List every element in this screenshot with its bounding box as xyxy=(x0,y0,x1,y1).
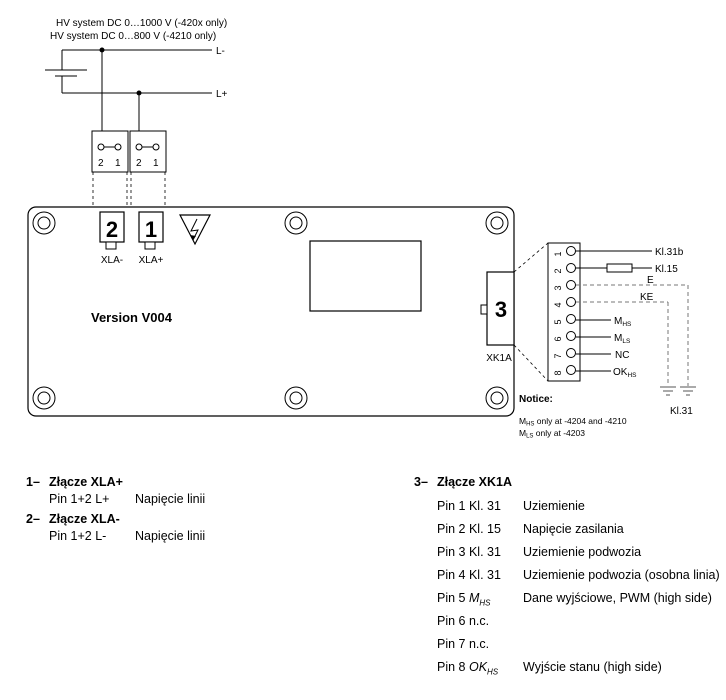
connector-xla-plus xyxy=(138,211,164,250)
legend-item-1-index: 1– xyxy=(26,475,40,489)
connector-xk1a xyxy=(480,271,515,346)
legend-item-2-pin: Pin 1+2 L- xyxy=(49,529,107,543)
xk1a-pinout-box xyxy=(547,242,581,382)
pin-1-label: Kl.31b xyxy=(655,247,684,258)
battery-symbol xyxy=(45,49,212,94)
terminal-right-pin-2: 2 xyxy=(136,158,142,169)
hv-label-800v: HV system DC 0…800 V (-4210 only) xyxy=(50,31,216,42)
pin-8-number: 8 xyxy=(553,370,563,375)
pin-4-number: 4 xyxy=(553,302,563,307)
connector-xk1a-number: 3 xyxy=(495,297,507,322)
pin-6-label: MLS xyxy=(614,333,631,345)
xk1a-zoom-lines xyxy=(513,242,549,382)
pin-4-contact xyxy=(566,297,576,307)
legend-xk1a-pin-text: Pin 4 Kl. 31 xyxy=(437,568,501,582)
legend-xk1a-pin-8: Pin 8 OKHS xyxy=(437,659,498,681)
legend-xk1a-pin-6: Pin 6 n.c. xyxy=(437,613,489,629)
xk1a-ground-wiring xyxy=(576,284,689,386)
pin-3-contact xyxy=(566,280,576,290)
legend-xk1a-pin-4: Pin 4 Kl. 31 xyxy=(437,567,501,583)
notice-line-1: MHS only at -4204 and -4210 xyxy=(519,416,627,428)
legend-item-1-desc: Napięcie linii xyxy=(135,492,206,506)
legend-xk1a-pin-1: Pin 1 Kl. 31 xyxy=(437,498,501,514)
legend-xk1a-pin-5: Pin 5 MHS xyxy=(437,590,491,612)
notice-line-2: MLS only at -4203 xyxy=(519,428,585,440)
rail-minus-label: L- xyxy=(216,46,225,57)
ground-icon xyxy=(660,386,696,396)
legend-xk1a-pin-subscript: HS xyxy=(487,667,499,677)
hv-feed-wires xyxy=(99,47,142,131)
terminal-dashed-links xyxy=(92,172,166,207)
connector-xla-minus-number: 2 xyxy=(106,217,118,242)
terminal-block-left xyxy=(91,130,129,173)
legend-xk1a-desc-8: Wyjście stanu (high side) xyxy=(523,660,662,674)
ground-label: Kl.31 xyxy=(670,406,693,417)
pin-3-label: E xyxy=(647,275,654,286)
connector-xla-plus-label: XLA+ xyxy=(139,255,164,266)
pin-3-number: 3 xyxy=(553,285,563,290)
legend-xk1a-pin-text: Pin 1 Kl. 31 xyxy=(437,499,501,513)
pin-1-contact xyxy=(566,246,576,256)
rail-plus-label: L+ xyxy=(216,89,228,100)
legend-xk1a-pin-text: Pin 3 Kl. 31 xyxy=(437,545,501,559)
pin-6-number: 6 xyxy=(553,336,563,341)
pin-5-label: MHS xyxy=(614,316,632,328)
connector-xk1a-label: XK1A xyxy=(486,353,512,364)
connector-xla-plus-number: 1 xyxy=(145,217,157,242)
connector-xla-minus xyxy=(99,211,125,250)
xk1a-pins: 1 2 3 4 5 6 7 8 xyxy=(553,246,576,376)
legend-item-2-title: Złącze XLA- xyxy=(49,512,120,526)
version-label: Version V004 xyxy=(91,310,173,325)
legend-xk1a-pin-3: Pin 3 Kl. 31 xyxy=(437,544,501,560)
legend-xk1a-pin-signal: OK xyxy=(468,660,488,674)
pin-5-number: 5 xyxy=(553,319,563,324)
display-component xyxy=(309,240,422,312)
legend-xk1a-desc-5: Dane wyjściowe, PWM (high side) xyxy=(523,591,712,605)
pin-8-contact xyxy=(566,365,576,375)
legend-item-2-desc: Napięcie linii xyxy=(135,529,206,543)
legend-xk1a-index: 3– xyxy=(414,475,428,489)
hv-label-1000v: HV system DC 0…1000 V (-420x only) xyxy=(56,18,227,29)
legend-xk1a-desc-4: Uziemienie podwozia (osobna linia) xyxy=(523,568,720,582)
legend-xk1a-pin-text: Pin 6 n.c. xyxy=(437,614,490,628)
legend-xk1a-pin-text: Pin 2 Kl. 15 xyxy=(437,522,501,536)
notice-title: Notice: xyxy=(519,394,553,405)
mounting-holes xyxy=(32,211,509,410)
legend-xk1a-desc-3: Uziemienie podwozia xyxy=(523,545,642,559)
xk1a-output-stubs xyxy=(576,319,611,372)
pin-1-number: 1 xyxy=(553,251,563,256)
terminal-block-right xyxy=(129,130,167,173)
legend-xk1a-pin-signal: M xyxy=(468,591,480,605)
legend-xk1a-pin-7: Pin 7 n.c. xyxy=(437,636,489,652)
legend-xk1a-pin-text: Pin 5 xyxy=(437,591,469,605)
pin-4-label: KE xyxy=(640,292,654,303)
terminal-left-pin-2: 2 xyxy=(98,158,104,169)
pin-2-label: Kl.15 xyxy=(655,264,678,275)
legend-xk1a-pin-2: Pin 2 Kl. 15 xyxy=(437,521,501,537)
legend-xk1a-desc-1: Uziemienie xyxy=(523,499,585,513)
legend-xk1a-pin-text: Pin 7 n.c. xyxy=(437,637,490,651)
pin-2-number: 2 xyxy=(553,268,563,273)
legend-item-1-title: Złącze XLA+ xyxy=(49,475,123,489)
pin-2-contact xyxy=(566,263,576,273)
legend-xk1a-desc-2: Napięcie zasilania xyxy=(523,522,624,536)
xk1a-external-wiring xyxy=(576,250,652,273)
terminal-left-pin-1: 1 xyxy=(115,158,121,169)
connector-xla-minus-label: XLA- xyxy=(101,255,123,266)
pin-7-label: NC xyxy=(615,350,629,361)
pin-7-number: 7 xyxy=(553,353,563,358)
high-voltage-warning-icon xyxy=(179,214,211,246)
legend-xk1a-title: Złącze XK1A xyxy=(437,475,513,489)
legend-item-1-pin: Pin 1+2 L+ xyxy=(49,492,110,506)
terminal-right-pin-1: 1 xyxy=(153,158,159,169)
legend-item-2-index: 2– xyxy=(26,512,40,526)
pin-8-label: OKHS xyxy=(613,367,637,379)
pin-6-contact xyxy=(566,331,576,341)
pin-7-contact xyxy=(566,348,576,358)
legend-xk1a-pin-subscript: HS xyxy=(479,598,491,608)
pin-5-contact xyxy=(566,314,576,324)
legend-xk1a-pin-text: Pin 8 xyxy=(437,660,469,674)
